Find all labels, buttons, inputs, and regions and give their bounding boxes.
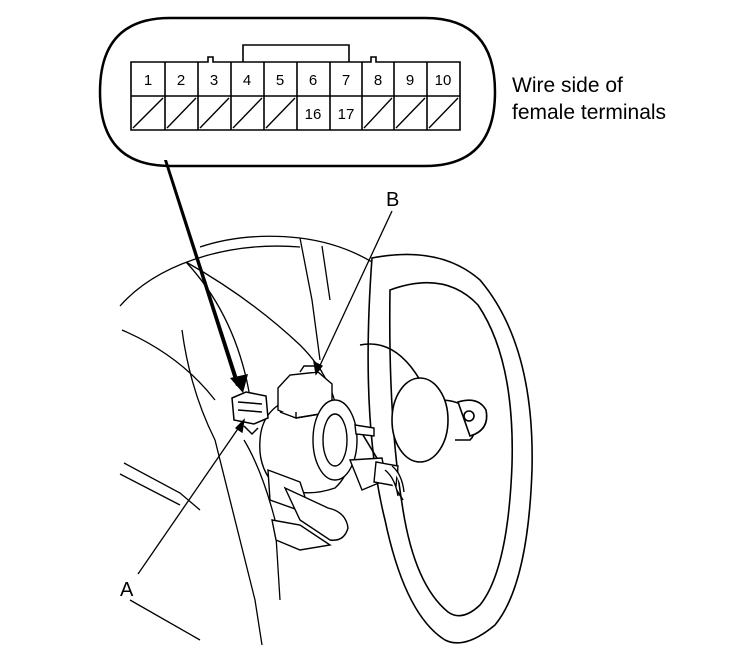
terminal-numbers-bottom: 16 17 [305,106,355,123]
empty-cavity-slash [395,97,426,129]
empty-cavity-slash [363,97,393,129]
terminal-label: 3 [210,72,218,89]
callout-b-leader [315,210,393,375]
empty-cavity-slash [428,97,459,129]
empty-cavity-marks [132,97,459,129]
terminal-label: 16 [305,106,322,123]
callout-a-leader [137,419,245,575]
steering-wheel [359,253,533,644]
terminal-label: 17 [338,106,355,123]
connector-housing [130,44,461,131]
terminal-label: 8 [374,72,382,89]
terminal-label: 7 [342,72,350,89]
terminal-label: 4 [243,72,251,89]
connector-pointer-arrow [164,160,248,393]
connector-caption-line2: female terminals [512,101,666,124]
callout-b-arrowhead [313,360,323,376]
callout-leaders [137,210,393,575]
terminal-numbers-top: 1 2 3 4 5 6 7 8 9 10 [144,72,452,89]
empty-cavity-slash [166,97,197,129]
terminal-label: 6 [309,72,317,89]
connector-caption-line1: Wire side of [512,74,623,97]
terminal-label: 2 [177,72,185,89]
empty-cavity-slash [132,97,164,129]
terminal-label: 5 [276,72,284,89]
combination-switch [259,365,405,551]
empty-cavity-slash [232,97,263,129]
empty-cavity-slash [199,97,230,129]
callout-a-arrowhead [234,418,245,434]
terminal-label: 1 [144,72,152,89]
empty-cavity-slash [265,97,296,129]
dashboard-outline [119,235,373,646]
terminal-label: 9 [406,72,414,89]
callout-a-label: A [120,579,134,601]
terminal-label: 10 [435,72,452,89]
connector-a [231,391,269,436]
callout-b-label: B [386,189,399,211]
